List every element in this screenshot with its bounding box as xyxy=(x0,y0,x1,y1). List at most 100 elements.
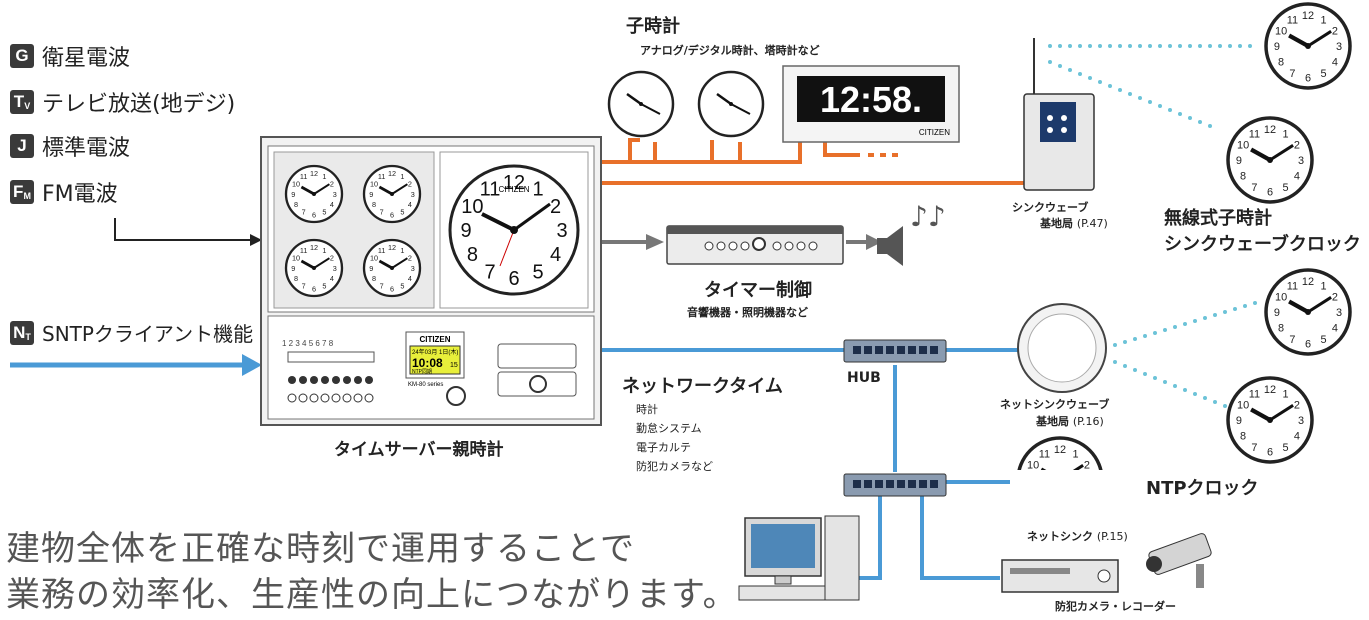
panel-button xyxy=(365,376,373,384)
station-line2: 基地局 xyxy=(1040,217,1073,230)
svg-text:4: 4 xyxy=(1332,323,1338,335)
svg-text:6: 6 xyxy=(1305,72,1311,84)
hub-port xyxy=(897,480,905,488)
svg-text:12: 12 xyxy=(310,243,318,252)
panel-button xyxy=(310,376,318,384)
network-item: 勤怠システム xyxy=(636,422,702,435)
standard-radio-icon: J xyxy=(10,134,34,158)
svg-text:3: 3 xyxy=(411,190,415,199)
svg-text:2: 2 xyxy=(1332,26,1338,38)
svg-text:10: 10 xyxy=(370,253,378,262)
net-sync-label: ネットシンク (P.15) xyxy=(1027,530,1128,543)
hub-port xyxy=(908,346,916,354)
svg-text:5: 5 xyxy=(400,208,404,217)
svg-text:12: 12 xyxy=(1302,10,1314,22)
svg-text:8: 8 xyxy=(1240,171,1246,183)
station-page: (P.16) xyxy=(1072,415,1104,428)
ntp-clock-label: NTPクロック xyxy=(1146,478,1259,499)
svg-text:9: 9 xyxy=(291,264,295,273)
svg-text:9: 9 xyxy=(369,264,373,273)
hub-port xyxy=(908,480,916,488)
svg-text:12: 12 xyxy=(1302,276,1314,288)
hub-port xyxy=(886,346,894,354)
svg-text:9: 9 xyxy=(1274,41,1280,53)
hub-port xyxy=(875,480,883,488)
speaker-icon xyxy=(877,226,903,266)
panel-button xyxy=(364,393,374,403)
svg-text:1: 1 xyxy=(1321,280,1327,292)
svg-text:9: 9 xyxy=(291,190,295,199)
lcd-date: 24年03月 1日(木) xyxy=(412,348,458,356)
svg-text:2: 2 xyxy=(330,253,334,262)
svg-text:1: 1 xyxy=(322,172,326,181)
svg-text:4: 4 xyxy=(1294,431,1300,443)
svg-text:1: 1 xyxy=(400,172,404,181)
svg-text:1: 1 xyxy=(400,246,404,255)
panel-button xyxy=(343,376,351,384)
svg-text:1: 1 xyxy=(1073,448,1079,460)
svg-text:2: 2 xyxy=(1294,400,1300,412)
source-arrow xyxy=(114,218,262,246)
svg-text:4: 4 xyxy=(1332,57,1338,69)
hub-port xyxy=(919,346,927,354)
panel-button xyxy=(320,393,330,403)
svg-text:12: 12 xyxy=(1054,444,1066,456)
svg-text:7: 7 xyxy=(380,208,384,217)
svg-text:9: 9 xyxy=(1274,307,1280,319)
sync-wave-station xyxy=(1023,38,1095,191)
svg-text:11: 11 xyxy=(1039,448,1050,460)
svg-text:2: 2 xyxy=(550,196,561,218)
svg-text:11: 11 xyxy=(1287,280,1298,292)
slogan-line1: 建物全体を正確な時刻で運用することで xyxy=(6,529,635,569)
svg-text:6: 6 xyxy=(390,211,394,220)
svg-text:3: 3 xyxy=(333,264,337,273)
svg-text:5: 5 xyxy=(1283,442,1289,454)
svg-text:4: 4 xyxy=(408,200,412,209)
svg-text:11: 11 xyxy=(300,246,308,255)
panel-brand: CITIZEN xyxy=(419,335,450,344)
svg-text:10: 10 xyxy=(1275,26,1287,38)
svg-text:7: 7 xyxy=(1289,68,1295,80)
svg-text:6: 6 xyxy=(1305,338,1311,350)
source-label: SNTPクライアント機能 xyxy=(42,322,254,346)
svg-text:5: 5 xyxy=(1321,334,1327,346)
svg-text:6: 6 xyxy=(390,285,394,294)
svg-text:3: 3 xyxy=(556,220,567,242)
svg-text:2: 2 xyxy=(1332,292,1338,304)
panel-button xyxy=(321,376,329,384)
music-note-icon: ♪♪ xyxy=(910,200,946,233)
svg-text:6: 6 xyxy=(508,268,519,290)
timer-device xyxy=(666,225,903,266)
panel-button xyxy=(299,376,307,384)
hub-port xyxy=(864,346,872,354)
svg-text:5: 5 xyxy=(532,262,543,284)
svg-text:9: 9 xyxy=(460,220,471,242)
hub-port xyxy=(930,480,938,488)
station-line2: 基地局 xyxy=(1036,415,1069,428)
network-items: 時計 勤怠システム 電子カルテ 防犯カメラなど xyxy=(636,400,713,476)
slogan: 建物全体を正確な時刻で運用することで 業務の効率化、生産性の向上につながります。 xyxy=(6,526,738,618)
hub-label: HUB xyxy=(847,370,881,386)
svg-text:2: 2 xyxy=(408,179,412,188)
channel-numbers: 1 2 3 4 5 6 7 8 xyxy=(282,339,334,348)
svg-text:2: 2 xyxy=(408,253,412,262)
svg-text:7: 7 xyxy=(1251,182,1257,194)
hub-port xyxy=(853,346,861,354)
svg-text:6: 6 xyxy=(312,211,316,220)
svg-text:10: 10 xyxy=(461,196,483,218)
svg-text:10: 10 xyxy=(1237,400,1249,412)
network-title: ネットワークタイム xyxy=(622,376,783,397)
clock-line2: シンクウェーブクロック xyxy=(1164,234,1361,255)
hub-port xyxy=(875,346,883,354)
svg-text:8: 8 xyxy=(467,244,478,266)
panel-button xyxy=(331,393,341,403)
slave-analog-clock-2 xyxy=(697,70,765,138)
svg-text:6: 6 xyxy=(312,285,316,294)
svg-text:12: 12 xyxy=(388,169,396,178)
